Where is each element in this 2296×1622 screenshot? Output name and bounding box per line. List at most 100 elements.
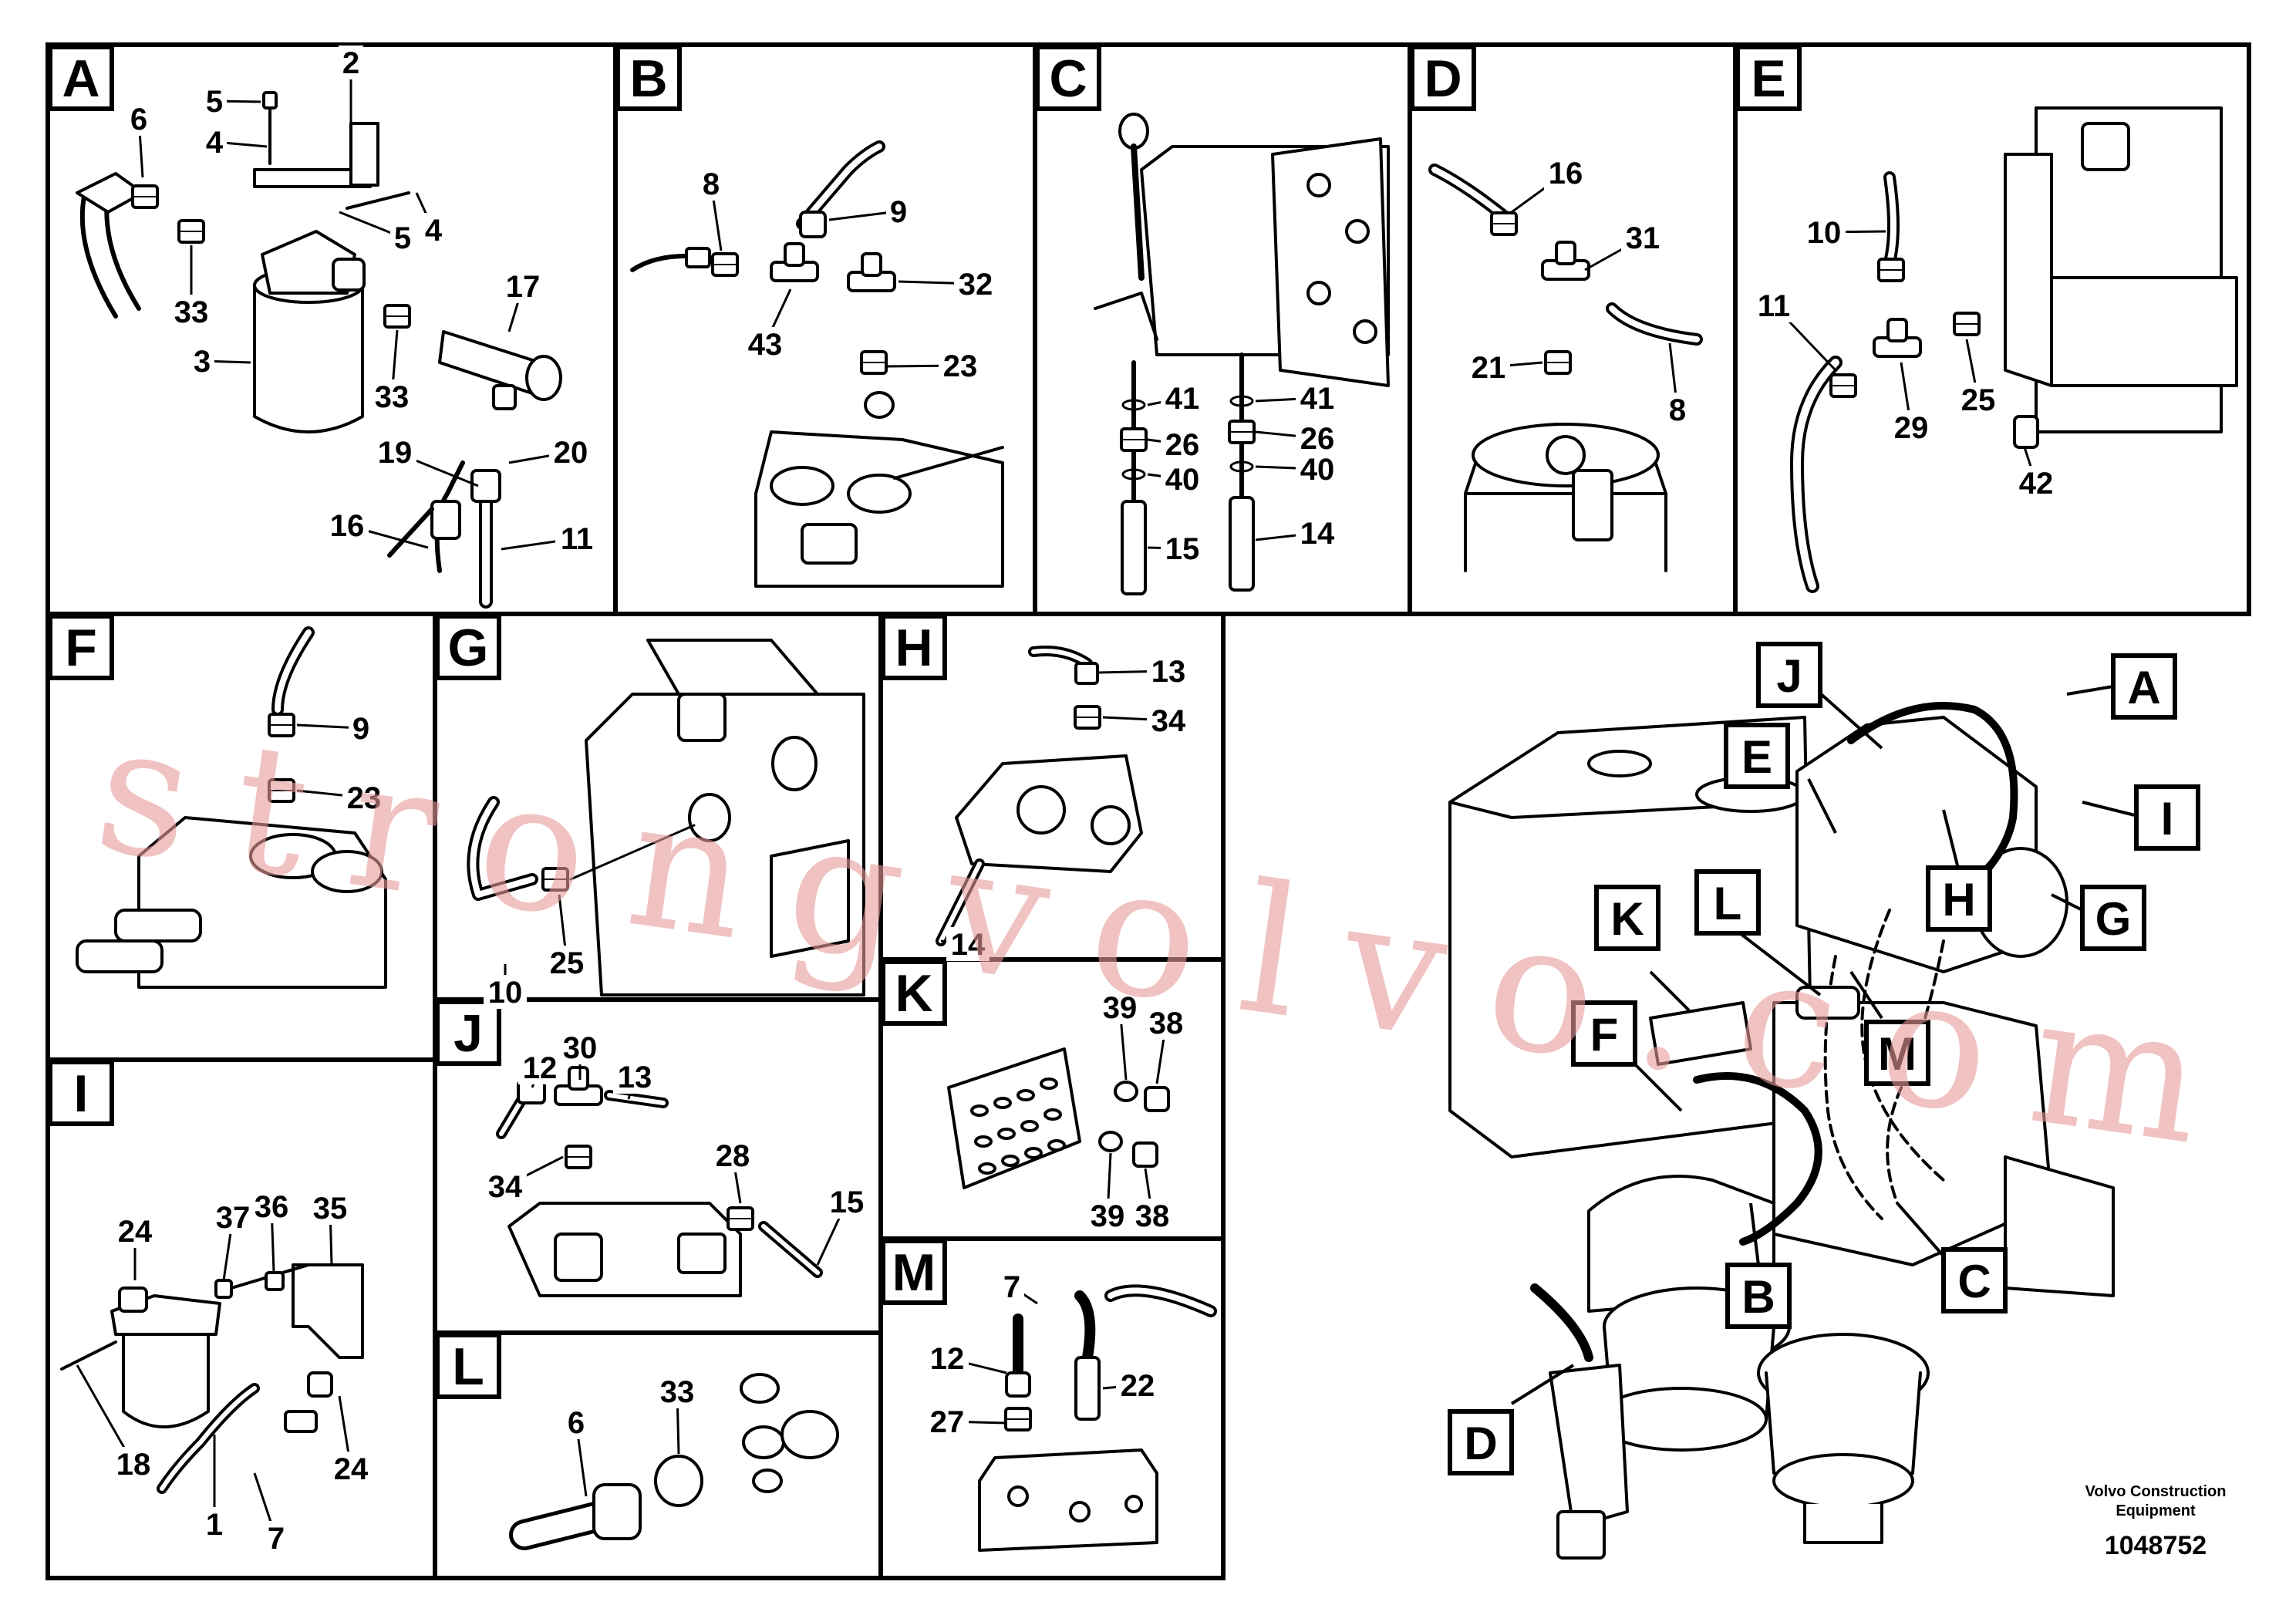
part-number-backing [2014,466,2058,500]
part-number: 26 [1300,422,1335,456]
part-label-C-15: 15 [1147,531,1204,566]
part-label-C-26: 26 [1147,427,1204,462]
part-number-backing [250,1189,293,1223]
part-number-backing [126,102,151,136]
part-label-I-24: 24 [329,1395,373,1486]
part-number-backing [1802,215,1846,249]
callout-A-text: A [2127,662,2160,713]
overview-callouts: J A E I H G K L M F C B D [1448,642,2200,1475]
overview-drawing [1448,702,2115,1560]
part-number-backing [202,1507,227,1541]
part-number-backing [484,975,527,1009]
part-number-backing [656,1374,699,1408]
callout-E-text: E [1741,731,1772,783]
part-number-backing [549,435,592,469]
callout-H-text: H [1942,874,1975,926]
part-number: 13 [1151,655,1186,689]
panel-label-J: J [435,1000,501,1066]
part-number: 8 [703,167,720,201]
part-number-backing [1665,393,1690,427]
part-number-backing [825,1185,868,1219]
callout-K: K [1594,885,1691,1012]
caption-company-line1: Volvo Construction [2085,1483,2227,1500]
part-number: 13 [618,1061,652,1094]
part-number: 15 [830,1185,865,1219]
part-number-backing [202,84,227,118]
part-label-K-39: 39 [1086,1152,1129,1233]
callout-C: C [1896,1202,2008,1313]
part-label-K-39: 39 [1098,990,1141,1081]
part-label-A-5: 5 [339,211,415,255]
part-label-I-7: 7 [253,1472,288,1556]
part-label-H-14: 14 [940,927,990,962]
part-label-A-33: 33 [170,245,213,329]
panel-label-J-text: J [453,1004,483,1063]
callout-B-text: B [1741,1271,1775,1323]
part-label-C-26: 26 [1255,421,1339,456]
part-number: 37 [216,1201,251,1235]
panel-K-drawing [947,1047,1170,1189]
part-number-backing [325,508,369,542]
panel-label-G: G [435,614,501,680]
part-number-backing [743,327,787,361]
part-label-C-40: 40 [1255,452,1339,487]
part-number: 11 [1758,289,1790,323]
part-number-backing [925,1341,969,1375]
part-label-B-32: 32 [898,267,997,302]
part-label-K-38: 38 [1131,1168,1174,1233]
panel-label-L: L [435,1333,501,1399]
callout-A: A [2066,653,2177,720]
part-label-G-10: 10 [484,964,527,1010]
part-label-A-2: 2 [339,46,363,123]
part-label-H-13: 13 [1098,654,1190,689]
part-number: 14 [1300,517,1335,551]
callout-G: G [2051,885,2146,951]
part-number: 43 [748,328,783,362]
part-number: 36 [255,1190,289,1224]
panel-B-drawing [630,140,1004,588]
panel-label-B: B [615,45,682,111]
part-label-E-11: 11 [1752,288,1837,372]
panel-label-G-text: G [448,619,489,677]
panel-A-drawing [76,91,562,609]
part-number: 16 [1549,157,1583,191]
panel-label-L-text: L [452,1337,484,1396]
part-label-E-25: 25 [1957,339,2000,417]
panel-label-I-text: I [74,1064,89,1123]
part-number-backing [170,295,213,329]
part-number: 23 [347,781,382,815]
part-number: 12 [523,1051,558,1085]
callout-I: I [2082,784,2200,851]
part-number-backing [1131,1199,1174,1233]
panel-label-H-text: H [895,619,932,677]
part-number-backing [1000,1270,1024,1303]
caption-drawing-number: 1048752 [2105,1531,2207,1560]
panel-label-K-text: K [895,964,932,1023]
part-number: 17 [506,270,541,304]
part-number: 25 [550,946,585,980]
part-number: 10 [1807,216,1842,250]
part-number: 6 [130,103,147,137]
part-label-J-28: 28 [711,1138,754,1204]
part-number: 5 [394,221,411,255]
panel-L-drawing [509,1373,839,1550]
callout-J-text: J [1776,650,1802,702]
part-number: 41 [1165,382,1200,416]
part-number-backing [1957,383,2000,416]
part-number-backing [1161,531,1204,565]
part-number-backing [1890,410,1933,444]
part-label-A-19: 19 [373,435,479,487]
caption-company-line2: Equipment [2116,1502,2196,1519]
part-number-backing [1161,462,1204,496]
part-number-backing [1116,1368,1159,1402]
part-number: 12 [930,1342,965,1376]
part-label-D-21: 21 [1467,350,1543,385]
part-number-backing [370,379,413,413]
part-label-B-43: 43 [743,288,792,362]
part-label-D-8: 8 [1665,342,1690,427]
part-number: 7 [1003,1270,1020,1304]
callout-M-text: M [1878,1028,1917,1080]
part-label-C-41: 41 [1255,381,1339,416]
part-number-backing [264,1521,288,1555]
part-number-backing [711,1138,754,1172]
